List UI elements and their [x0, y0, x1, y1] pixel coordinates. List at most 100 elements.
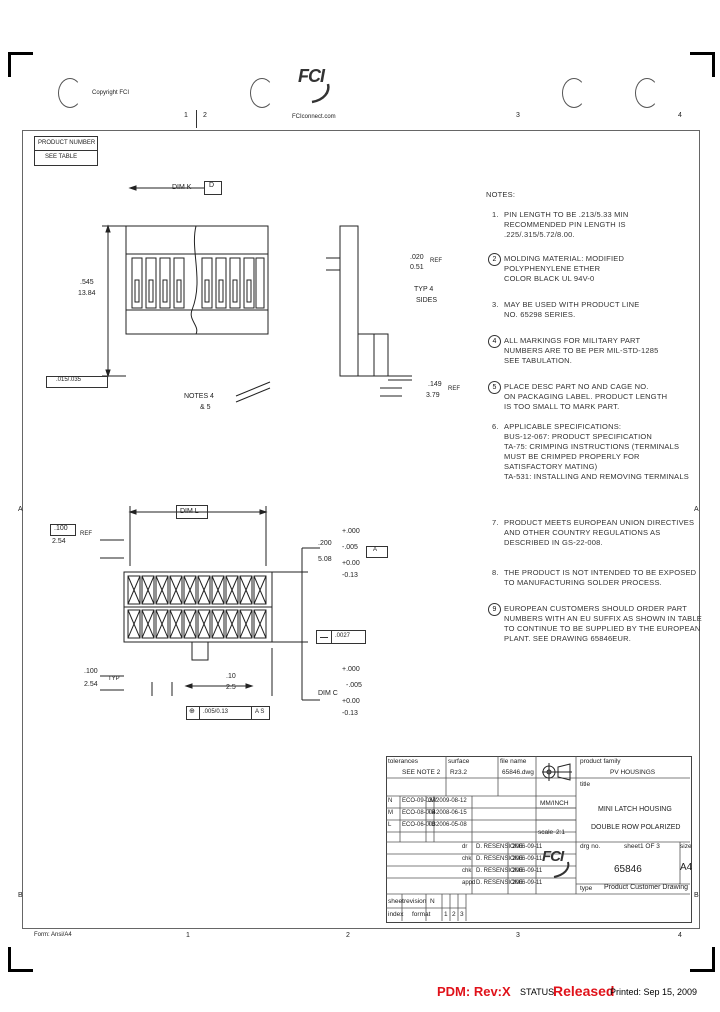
flatness-box: .0027: [316, 630, 366, 644]
dim-k-value: D: [209, 182, 215, 189]
note-line: EUROPEAN CUSTOMERS SHOULD ORDER PART: [504, 604, 688, 613]
rev-label: revision: [404, 898, 427, 905]
approval-date: 2006-09-11: [512, 880, 543, 886]
rev-letter: N: [430, 898, 435, 905]
fci-logo-small: FCI: [540, 846, 580, 882]
scale-label: scale: [538, 829, 554, 836]
note-number: 3.: [492, 300, 499, 309]
registration-circle-mid: [250, 78, 274, 108]
sheet-num-3: 3: [460, 911, 464, 918]
sheet-num-1: 1: [444, 911, 448, 918]
tol-top-mm-minus: -0.13: [342, 572, 358, 579]
product-number-value: SEE TABLE: [45, 154, 78, 160]
note-line: AND OTHER COUNTRY REGULATIONS AS: [504, 528, 661, 537]
format-label: format: [412, 911, 431, 918]
surface-value: Rz3.2: [450, 769, 467, 776]
revision-rev: M: [388, 810, 393, 816]
note-line: .225/.315/5.72/8.00.: [504, 230, 575, 239]
drg-label: drg no.: [580, 843, 601, 850]
note-line: ALL MARKINGS FOR MILITARY PART: [504, 336, 641, 345]
revision-date: 2006-05-08: [436, 822, 467, 828]
tol-top-plus: +.000: [342, 528, 360, 535]
corner-mark-top-right: [690, 52, 715, 77]
pitch-mm: 2.54: [52, 538, 66, 545]
revision-by: TB: [428, 810, 436, 816]
revision-by: JW: [428, 798, 437, 804]
zone-bottom-4: 4: [678, 932, 682, 939]
typ-text: TYP: [108, 676, 120, 682]
note-number: 7.: [492, 518, 499, 527]
sheet-label: sheet: [624, 843, 640, 850]
fcf-value: .005/0.13: [203, 709, 229, 715]
pitch-suffix: REF: [80, 531, 92, 537]
note-line: TO MANUFACTURING SOLDER PROCESS.: [504, 578, 662, 587]
pitch-inch: .100: [54, 525, 68, 532]
note-line: IS TOO SMALL TO MARK PART.: [504, 402, 620, 411]
height-mm: 13.84: [78, 290, 96, 297]
tolerances-value: SEE NOTE 2: [402, 769, 441, 776]
approval-role: dr: [462, 844, 468, 850]
type-label: type: [580, 885, 593, 892]
corner-mark-bottom-left: [8, 947, 33, 972]
file-label: file name: [500, 758, 527, 765]
note-line: PLACE DESC PART NO AND CAGE NO.: [504, 382, 649, 391]
tolerances-label: tolerances: [388, 758, 418, 765]
note-line: MOLDING MATERIAL: MODIFIED: [504, 254, 625, 263]
zone-top-4: 4: [678, 112, 682, 119]
divider: [199, 707, 200, 719]
position-icon: ⊕: [189, 708, 195, 715]
form-text: Form: Ansi/A4: [34, 932, 72, 938]
printed-date: Printed: Sep 15, 2009: [610, 987, 698, 997]
pitch-box: [50, 524, 76, 536]
scale-value: 2:1: [556, 829, 566, 836]
note-line: POLYPHENYLENE ETHER: [504, 264, 601, 273]
flatness-icon: [320, 637, 328, 638]
note-number: 9: [488, 603, 501, 616]
ref2-inch: .149: [428, 381, 442, 388]
family-label: product family: [580, 758, 621, 765]
tol-sq-value: .015/.035: [56, 377, 82, 383]
product-number-box: PRODUCT NUMBER SEE TABLE: [34, 136, 98, 166]
status-label: STATUS: [520, 987, 555, 997]
approval-date: 2006-09-11: [512, 856, 543, 862]
revision-ecn: ECO-06-003: [402, 822, 436, 828]
size-value: A4: [680, 862, 693, 873]
zone-side-a-right: A: [694, 506, 699, 513]
zone-side-b: B: [18, 892, 23, 899]
revision-by: TB: [428, 822, 436, 828]
note-line: COLOR BLACK UL 94V-0: [504, 274, 595, 283]
revision-ecn: ECO-09-037: [402, 798, 436, 804]
note-number: 6.: [492, 422, 499, 431]
corner-mark-top-left: [8, 52, 33, 77]
tol-sq-box: [46, 376, 108, 388]
revision-rev: L: [388, 822, 392, 828]
zone-bottom-1: 1: [186, 932, 190, 939]
revision-date: 2009-08-12: [436, 798, 467, 804]
approval-role: chk: [462, 856, 472, 862]
zone-side-b-right: B: [694, 892, 699, 899]
note-line: PIN LENGTH TO BE .213/5.33 MIN: [504, 210, 629, 219]
note-line: RECOMMENDED PIN LENGTH IS: [504, 220, 626, 229]
ref2-suffix: REF: [448, 386, 460, 392]
sheet-num-2: 2: [452, 911, 456, 918]
note-line: NO. 65298 SERIES.: [504, 310, 576, 319]
zone-tick: [196, 110, 197, 128]
height-inch: .545: [80, 279, 94, 286]
ref2-mm: 3.79: [426, 392, 440, 399]
revision-date: 2008-06-15: [436, 810, 467, 816]
surface-label: surface: [448, 758, 470, 765]
drg-value: 65846: [614, 864, 642, 875]
sides-text: SIDES: [416, 297, 438, 304]
tol-bot-minus: -.005: [346, 682, 362, 689]
tol-top-mm-plus: +0.00: [342, 560, 360, 567]
note-line: MAY BE USED WITH PRODUCT LINE: [504, 300, 640, 309]
fcf-datum: A S: [255, 709, 265, 715]
tol-top-minus: -.005: [342, 544, 358, 551]
title-block: [386, 756, 692, 923]
dim-l-label: DIM L: [180, 508, 199, 515]
zone-side-a: A: [18, 506, 23, 513]
registration-circle-right2: [635, 78, 659, 108]
dim-k-label: DIM K: [172, 184, 192, 191]
notes-callout-2: & 5: [200, 404, 211, 411]
zone-top-2: 2: [203, 112, 207, 119]
